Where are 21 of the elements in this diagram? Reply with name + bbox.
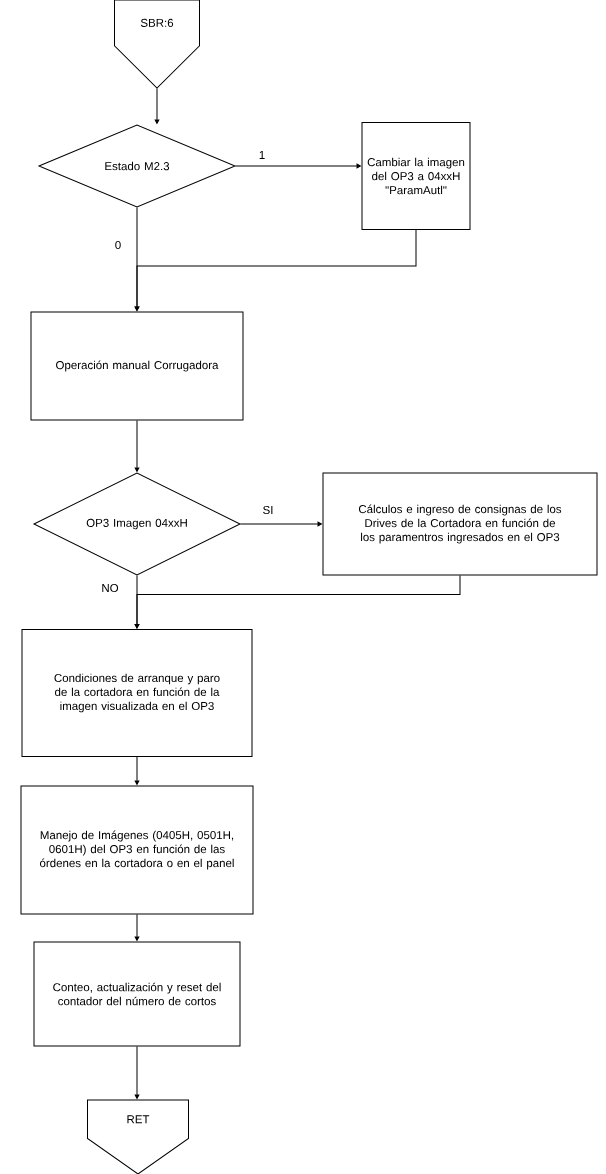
edge-label: 1 [257, 150, 267, 160]
arrow [134, 756, 140, 785]
arrow [134, 575, 461, 629]
arrow [154, 88, 160, 124]
process-box: Conteo, actualización y reset del contador del número de cortos [33, 941, 241, 1047]
edge-label: SI [261, 504, 275, 516]
arrow [134, 914, 140, 941]
process-box: Cálculos e ingreso de consignas de los Drives de la Cortadora en función de los paramentros ingresados en el OP3 [322, 472, 598, 576]
arrow [134, 1046, 140, 1099]
edge-label: NO [100, 582, 120, 594]
arrow [134, 229, 417, 311]
process-box: Condiciones de arranque y paro de la cortadora en función de la imagen visualizada en el OP3 [21, 629, 253, 757]
process-box: Manejo de Imágenes (0405H, 0501H, 0601H) del OP3 en función de las órdenes en la cortadora o en el panel [20, 785, 254, 915]
start-terminator: SBR:6 [114, 0, 200, 89]
arrow [240, 521, 322, 527]
process-box: Cambiar la imagen del OP3 a 04xxH "ParamAutl" [361, 122, 471, 230]
arrow [235, 163, 361, 169]
arrow [134, 420, 140, 472]
edge-label: 0 [113, 239, 123, 251]
process-box: Operación manual Corrugadora [30, 311, 244, 421]
return-terminator: RET [87, 1099, 189, 1174]
